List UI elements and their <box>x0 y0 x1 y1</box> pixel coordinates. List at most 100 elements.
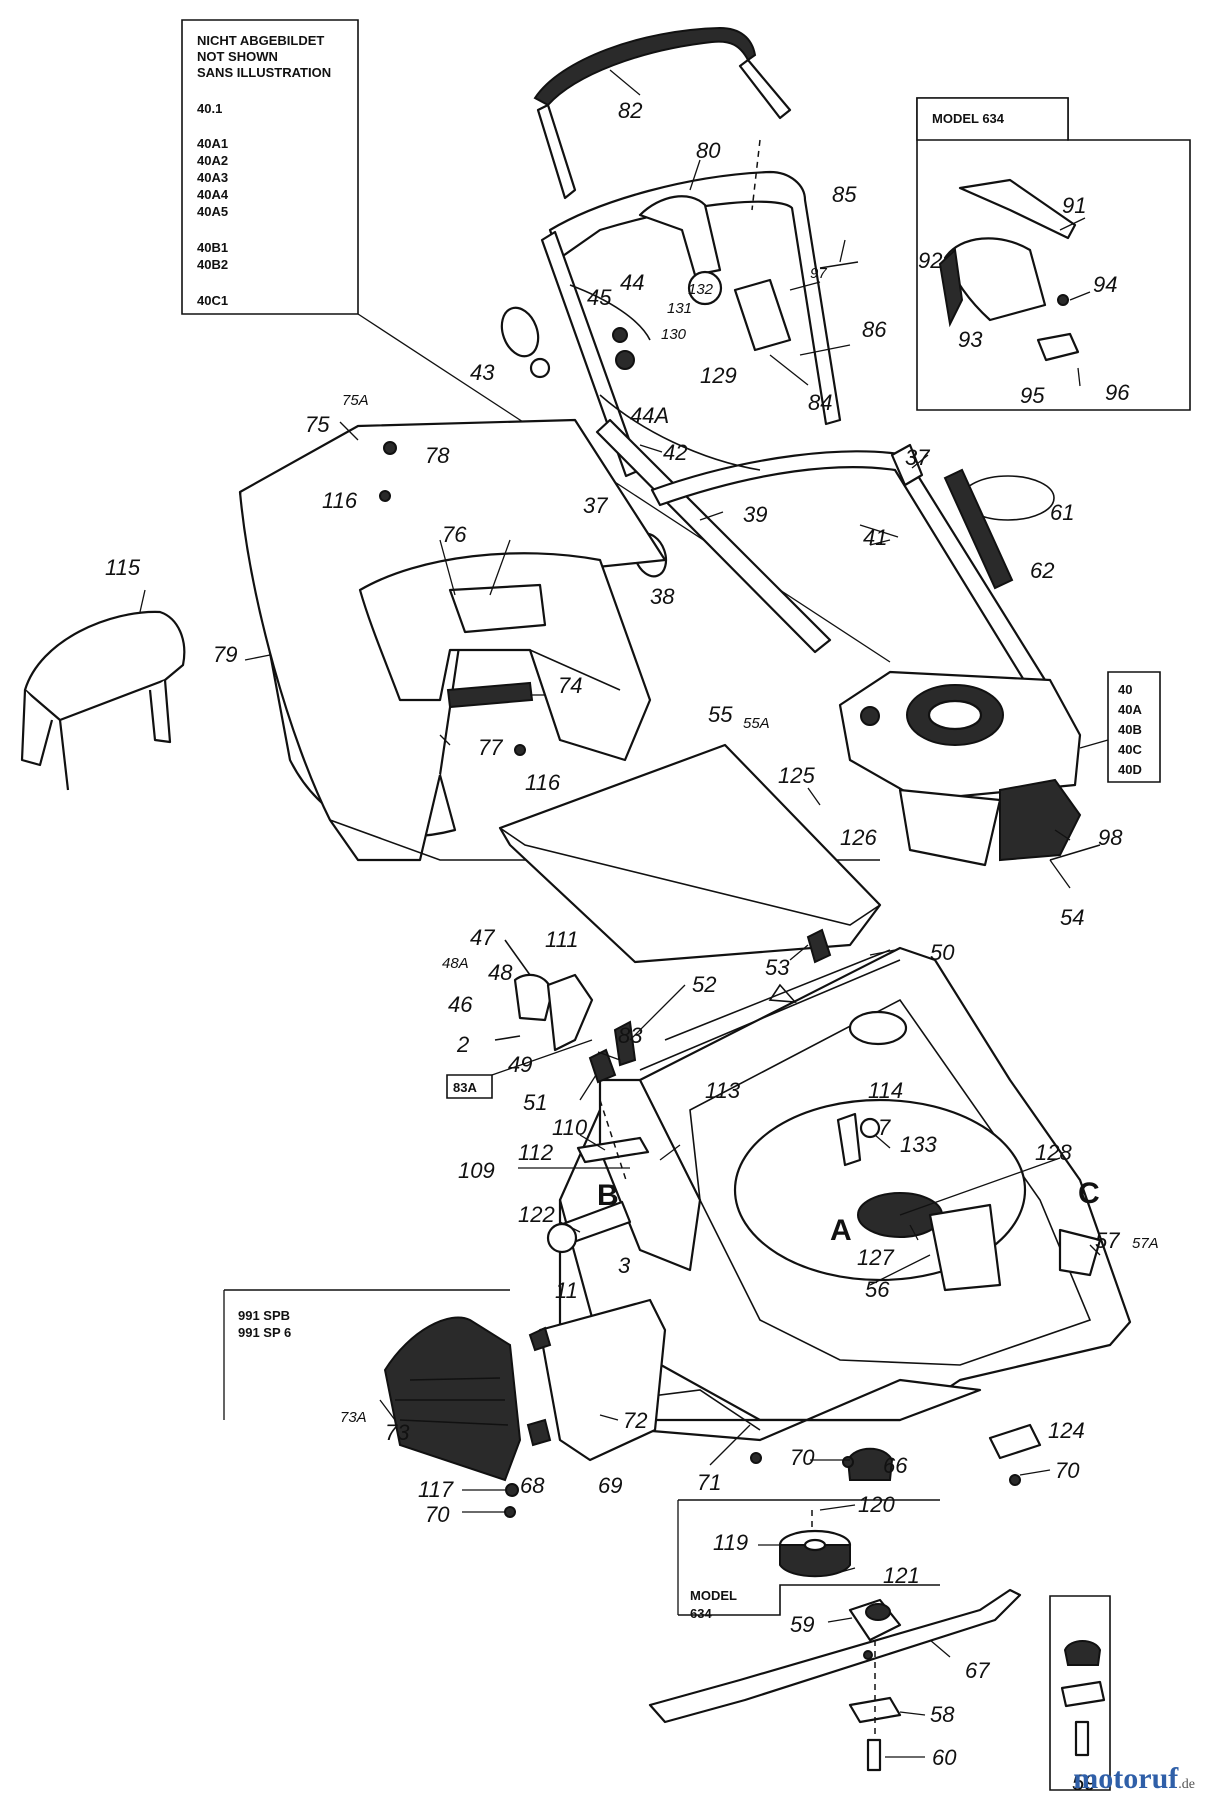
engine-box-item: 40D <box>1118 762 1142 777</box>
shaft-54 <box>1049 844 1101 861</box>
deflector-ribs <box>395 1377 509 1426</box>
spb-box-line: 991 SP 6 <box>238 1325 291 1340</box>
label-69: 69 <box>598 1473 622 1498</box>
knob-37b <box>890 443 924 487</box>
bag-handle-76 <box>448 583 547 634</box>
label-57a: 57A <box>1132 1235 1159 1252</box>
clip-68 <box>526 1418 552 1447</box>
bag-frame-77 <box>358 552 652 762</box>
label-115: 115 <box>105 555 141 580</box>
label-70b: 70 <box>1055 1458 1080 1483</box>
not-shown-heading-de: NICHT ABGEBILDET <box>197 33 324 48</box>
label-46: 46 <box>448 992 473 1017</box>
label-97: 97 <box>810 265 827 282</box>
label-120: 120 <box>858 1492 895 1517</box>
bag-body-79 <box>238 491 442 862</box>
bag-strip-74 <box>446 681 534 709</box>
handle-grip <box>533 26 757 107</box>
marker-b: B <box>597 1179 619 1212</box>
control-bar <box>638 195 722 277</box>
leader-line <box>357 313 891 663</box>
label-11: 11 <box>555 1278 578 1303</box>
washer-part <box>529 357 551 379</box>
label-2: 2 <box>456 1032 469 1057</box>
label-80: 80 <box>696 138 721 163</box>
handle-assembly <box>500 26 1047 692</box>
label-70c: 70 <box>425 1502 450 1527</box>
handle-upper-right <box>738 58 792 120</box>
cable <box>569 284 761 471</box>
label-59: 59 <box>790 1612 814 1637</box>
not-shown-item: 40A4 <box>197 187 229 202</box>
label-44: 44 <box>620 270 644 295</box>
deflector-73 <box>383 1316 522 1482</box>
blade-hole <box>863 1650 873 1660</box>
washer-44a <box>615 350 635 370</box>
watermark-suffix: .de <box>1178 1777 1195 1792</box>
label-111: 111 <box>545 927 578 952</box>
not-shown-item: 40A2 <box>197 153 228 168</box>
plate-59b <box>1060 1680 1106 1708</box>
throttle-box <box>733 278 792 352</box>
blade-assembly: MODEL 634 <box>648 1499 1022 1772</box>
label-51: 51 <box>523 1090 547 1115</box>
label-54: 54 <box>1060 905 1084 930</box>
nut-51 <box>588 1048 617 1084</box>
blade-box-line: 634 <box>690 1606 712 1621</box>
washer-44 <box>612 327 628 343</box>
label-124: 124 <box>1048 1418 1085 1443</box>
label-112: 112 <box>518 1140 553 1165</box>
not-shown-box: NICHT ABGEBILDET NOT SHOWN SANS ILLUSTRA… <box>181 19 359 315</box>
label-58: 58 <box>930 1702 955 1727</box>
label-3: 3 <box>618 1253 631 1278</box>
label-47: 47 <box>470 925 495 950</box>
model-634-box: MODEL 634 <box>916 97 1191 411</box>
rubber-strip <box>938 247 964 328</box>
leader-line <box>1069 291 1091 301</box>
dashed-line <box>599 1099 627 1181</box>
label-93: 93 <box>958 327 983 352</box>
pulley-bore <box>803 1538 827 1552</box>
label-72: 72 <box>623 1408 647 1433</box>
bolt-59b <box>1074 1720 1090 1757</box>
nut-part <box>1057 294 1069 306</box>
screw-70b <box>842 1456 854 1468</box>
dashed-line <box>751 139 761 211</box>
label-75a: 75A <box>342 392 369 409</box>
label-37b: 37 <box>583 493 608 518</box>
watermark-logo: motoruf.de <box>1073 1762 1195 1796</box>
handle-left-bar <box>540 230 642 478</box>
pulley-body <box>779 1544 851 1578</box>
grass-bag <box>238 418 880 862</box>
deflector-part <box>958 178 1077 240</box>
label-76: 76 <box>442 522 467 547</box>
label-86: 86 <box>862 317 887 342</box>
label-62: 62 <box>1030 558 1054 583</box>
label-78: 78 <box>425 443 450 468</box>
lever-46 <box>513 973 554 1022</box>
spb-box: 991 SPB 991 SP 6 <box>223 1289 667 1482</box>
label-56: 56 <box>865 1277 890 1302</box>
bolt-85 <box>819 261 859 269</box>
label-95: 95 <box>1020 383 1045 408</box>
label-44a: 44A <box>630 403 669 428</box>
label-73: 73 <box>385 1420 410 1445</box>
bolt-112 <box>576 1136 650 1164</box>
label-79: 79 <box>213 642 237 667</box>
engine-muffler <box>999 778 1082 862</box>
spring-52 <box>613 1020 637 1067</box>
label-125: 125 <box>778 763 815 788</box>
screw-70a <box>750 1452 762 1464</box>
spb-box-line: 991 SPB <box>238 1308 290 1323</box>
label-75: 75 <box>305 412 330 437</box>
deck-wheel-57 <box>1058 1228 1102 1277</box>
label-60: 60 <box>932 1745 957 1770</box>
marker-c: C <box>1078 1177 1100 1210</box>
not-shown-item: 40A3 <box>197 170 228 185</box>
label-128: 128 <box>1035 1140 1072 1165</box>
part-labels: 82 80 85 97 132 131 130 129 86 84 45 44 … <box>105 98 1159 1795</box>
label-127: 127 <box>857 1245 894 1270</box>
not-shown-item: 40.1 <box>197 101 222 116</box>
hinge-rods <box>639 949 901 1071</box>
